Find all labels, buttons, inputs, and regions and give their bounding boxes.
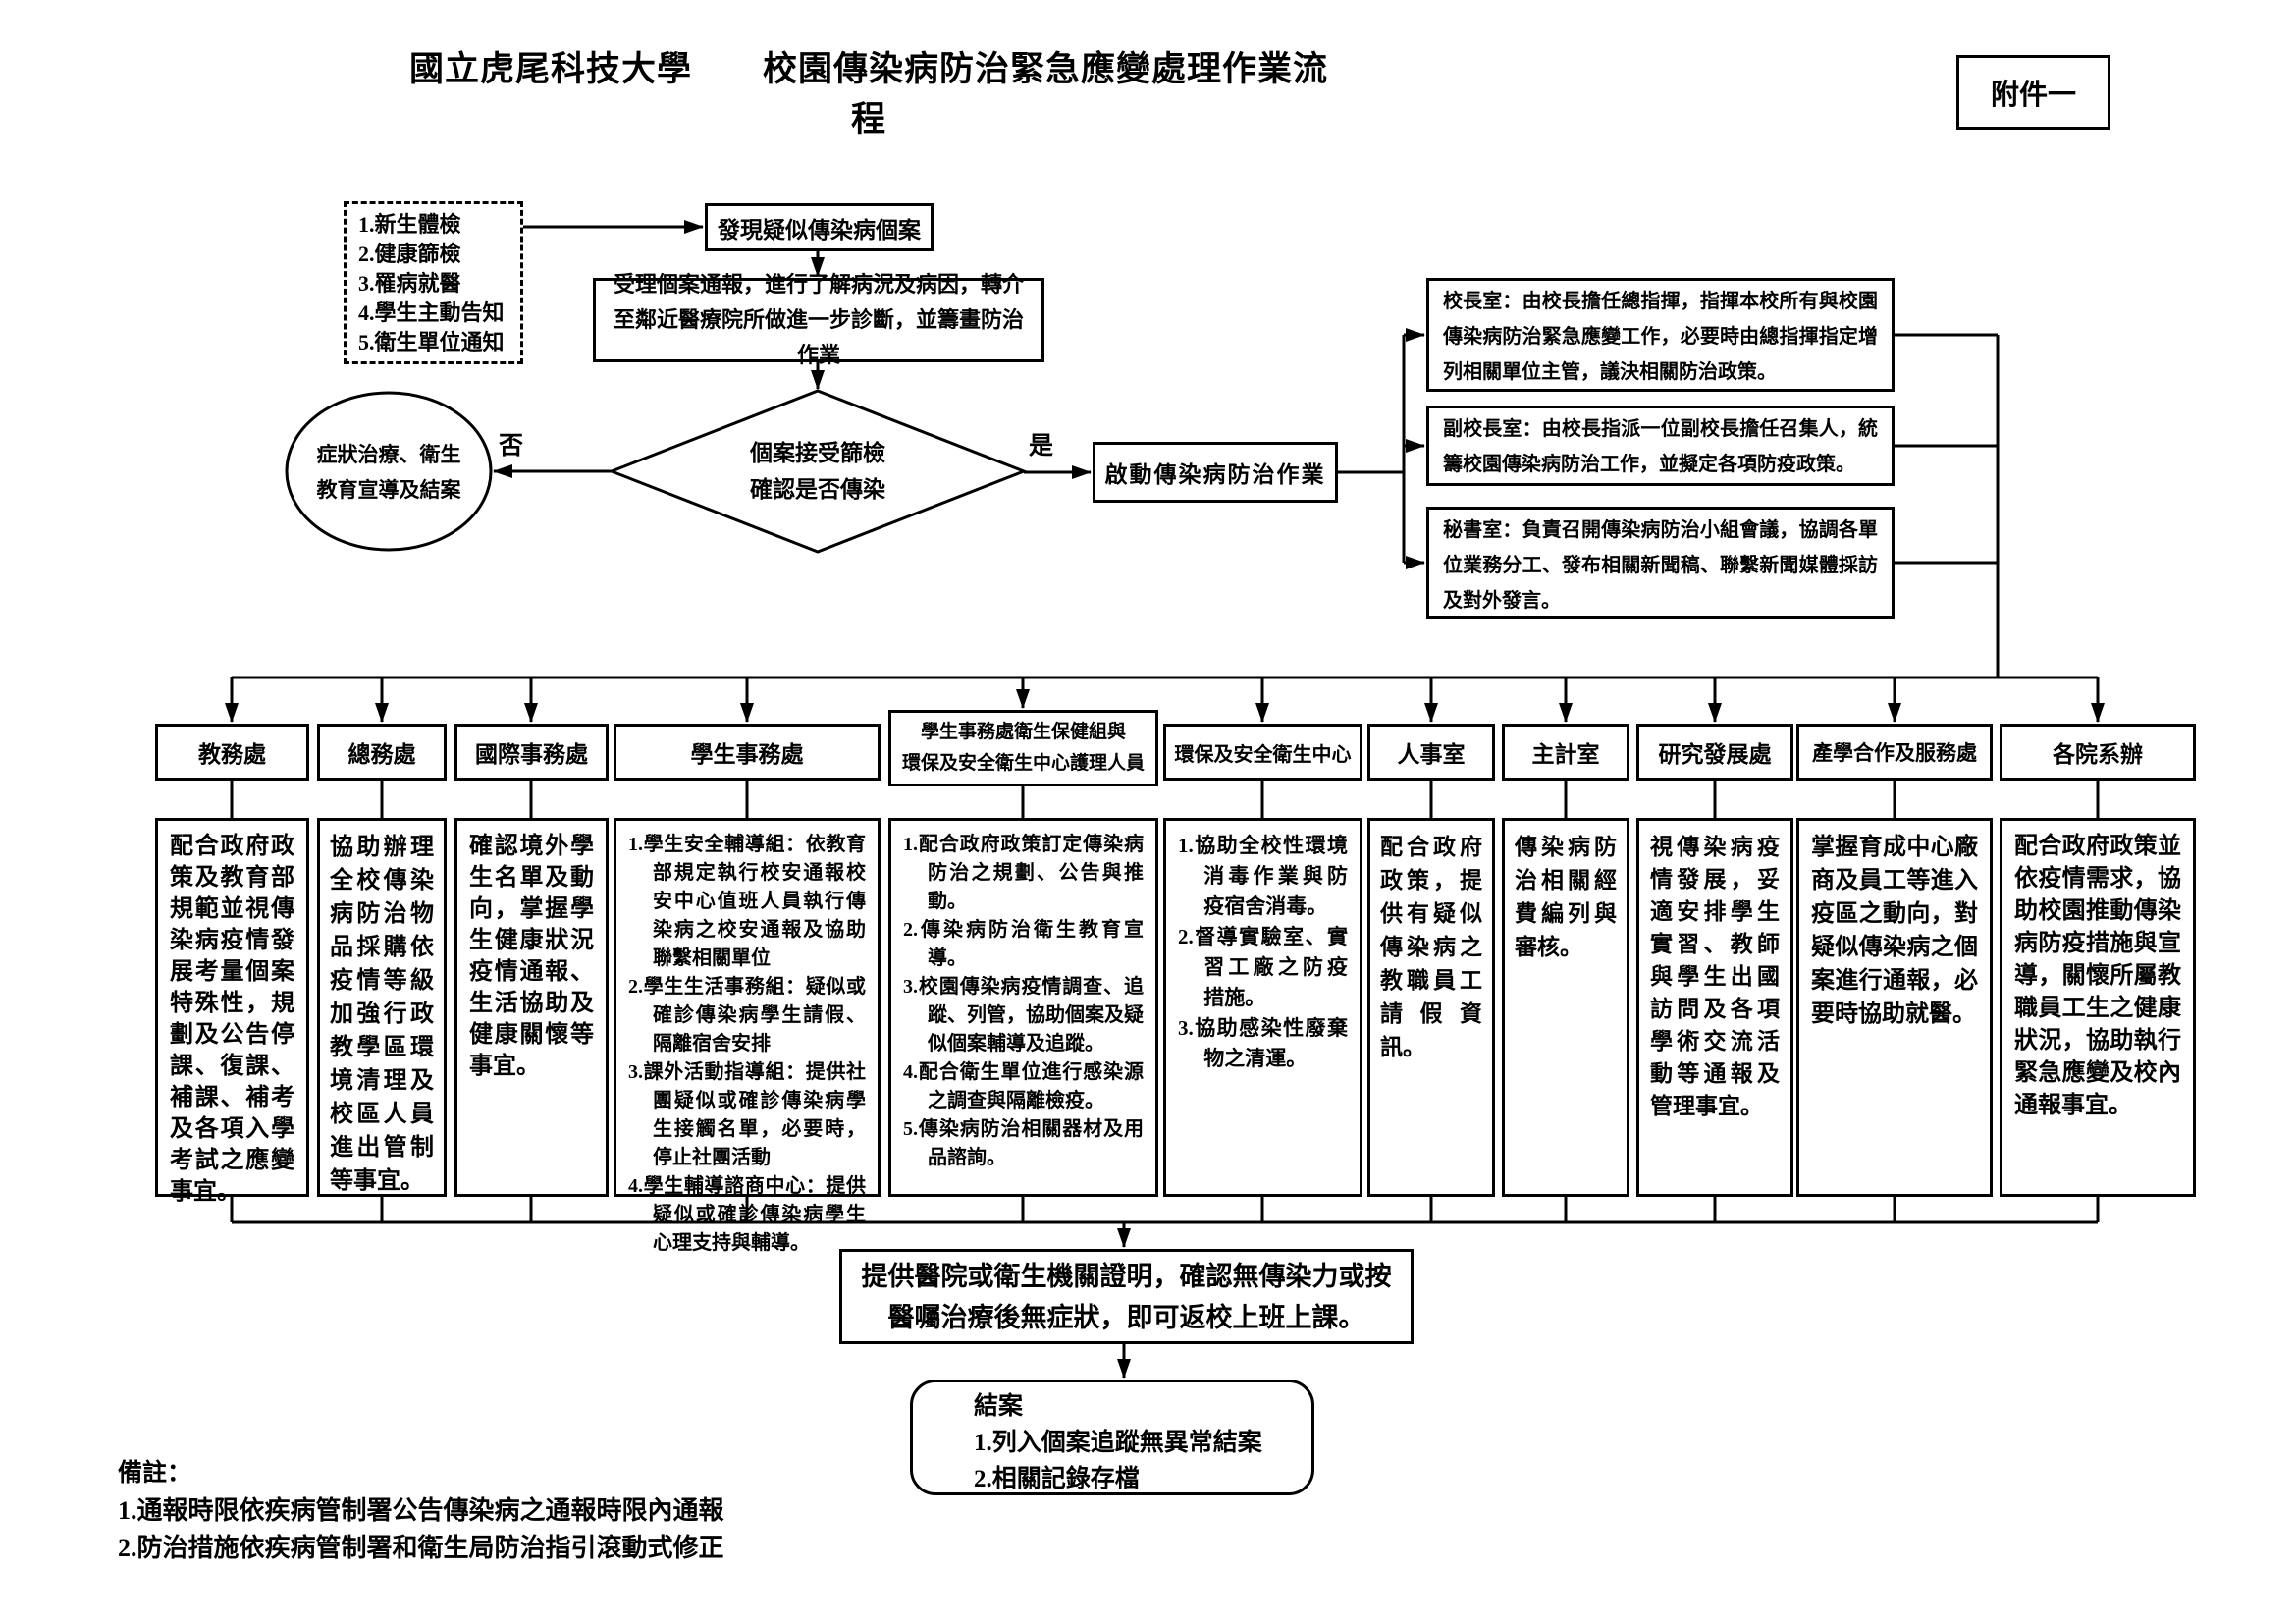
dept-duty: 5.傳染病防治相關器材及用品諮詢。 [903,1118,1144,1168]
activate-response-label: 啟動傳染病防治作業 [1104,462,1326,487]
source-item: 1.新生體檢 [358,212,461,237]
vice-principal-office-box: 副校長室：由校長指派一位副校長擔任召集人，統籌校園傳染病防治工作，並擬定各項防疫… [1426,406,1895,486]
dept-header-colleges-departments: 各院系辦 [2000,724,2196,781]
dept-header-personnel: 人事室 [1367,724,1495,781]
dept-header-student-affairs: 學生事務處 [614,724,881,781]
screening-decision-label: 個案接受篩檢 確認是否傳染 [750,441,885,502]
dept-header-label: 人事室 [1397,742,1466,767]
dept-header-label: 學生事務處衛生保健組與 環保及安全衛生中心護理人員 [901,722,1145,774]
release-return-text: 提供醫院或衛生機關證明，確認無傳染力或按醫囑治療後無症狀，即可返校上班上課。 [861,1261,1392,1332]
principal-office-text: 校長室：由校長擔任總指揮，指揮本校所有與校園傳染病防治緊急應變工作，必要時由總指… [1443,291,1878,383]
closure-title: 結案 [974,1393,1024,1420]
page-title: 國立虎尾科技大學 校園傳染病防治緊急應變處理作業流程 [408,50,1328,138]
dept-duty: 傳染病防治相關經費編列與審核。 [1515,835,1617,959]
dept-header-label: 教務處 [198,742,266,767]
dept-duty: 配合政府政策及教育部規範並視傳染病疫情發展考量個案特殊性，規劃及公告停課、復課、… [170,834,294,1205]
dept-content-personnel: 配合政府政策，提供有疑似傳染病之教職員工請假資訊。 [1367,818,1495,1197]
dept-content-colleges-departments: 配合政府政策並依疫情需求，協助校園推動傳染病防疫措施與宣導，關懷所屬教職員工生之… [2000,818,2196,1197]
dept-duty: 4.學生輔導諮商中心：提供疑似或確診傳染病學生心理支持與輔導。 [628,1175,866,1254]
dept-header-label: 主計室 [1531,742,1600,767]
intake-report-box: 受理個案通報，進行了解病況及病因，轉介至鄰近醫療院所做進一步診斷，並籌畫防治作業 [593,272,1044,367]
source-list-box: 1.新生體檢 2.健康篩檢 3.罹病就醫 4.學生主動告知 5.衛生單位通知 [344,201,523,364]
dept-content-student-affairs: 1.學生安全輔導組：依教育部規定執行校安通報校安中心值班人員執行傳染病之校安通報… [614,818,881,1254]
vice-principal-office-text: 副校長室：由校長指派一位副校長擔任召集人，統籌校園傳染病防治工作，並擬定各項防疫… [1443,418,1878,475]
closure-box: 結案 1.列入個案追蹤無異常結案 2.相關記錄存檔 [910,1380,1314,1495]
dept-header-health-care-nursing: 學生事務處衛生保健組與 環保及安全衛生中心護理人員 [888,710,1158,786]
source-item: 2.健康篩檢 [358,242,461,266]
dept-header-label: 國際事務處 [475,742,588,767]
dept-header-label: 學生事務處 [690,742,804,767]
release-return-box: 提供醫院或衛生機關證明，確認無傳染力或按醫囑治療後無症狀，即可返校上班上課。 [839,1249,1414,1344]
footnote-item: 1.通報時限依疾病管制署公告傳染病之通報時限內通報 [118,1496,724,1525]
no-outcome-ellipse [285,391,493,552]
dept-header-label: 環保及安全衛生中心 [1174,743,1352,766]
dept-header-env-safety-center: 環保及安全衛生中心 [1163,724,1362,781]
source-item: 4.學生主動告知 [358,300,505,325]
dept-duty: 2.督導實驗室、實習工廠之防疫措施。 [1178,925,1348,1009]
no-outcome-label: 症狀治療、衛生 教育宣導及結案 [316,443,461,502]
source-item: 3.罹病就醫 [358,271,461,296]
footnotes: 備註： 1.通報時限依疾病管制署公告傳染病之通報時限內通報 2.防治措施依疾病管… [118,1455,903,1567]
dept-content-research-development: 視傳染病疫情發展，妥適安排學生實習、教師與學生出國訪問及各項學術交流活動等通報及… [1636,818,1793,1197]
secretariat-office-text: 秘書室：負責召開傳染病防治小組會議，協調各單位業務分工、發布相關新聞稿、聯繫新聞… [1443,519,1878,612]
activate-response-box: 啟動傳染病防治作業 [1093,442,1338,503]
dept-duty: 3.課外活動指導組：提供社團疑似或確診傳染病學生接觸名單，必要時，停止社團活動 [628,1061,866,1168]
dept-header-accounting: 主計室 [1502,724,1629,781]
dept-content-accounting: 傳染病防治相關經費編列與審核。 [1502,818,1629,1197]
attachment-label-box: 附件一 [1956,55,2110,130]
dept-header-international-affairs: 國際事務處 [454,724,609,781]
secretariat-office-box: 秘書室：負責召開傳染病防治小組會議，協調各單位業務分工、發布相關新聞稿、聯繫新聞… [1426,507,1895,619]
screening-decision-diamond [607,389,1029,554]
dept-duty: 1.配合政府政策訂定傳染病防治之規劃、公告與推動。 [903,834,1144,912]
dept-duty: 協助辦理全校傳染病防治物品採購依疫情等級加強行政教學區環境清理及校區人員進出管制… [330,835,434,1194]
dept-header-research-development: 研究發展處 [1636,724,1793,781]
dept-duty: 視傳染病疫情發展，妥適安排學生實習、教師與學生出國訪問及各項學術交流活動等通報及… [1650,835,1780,1118]
footnote-item: 2.防治措施依疾病管制署和衛生局防治指引滾動式修正 [118,1534,724,1562]
dept-duty: 1.學生安全輔導組：依教育部規定執行校安通報校安中心值班人員執行傳染病之校安通報… [628,834,866,969]
principal-office-box: 校長室：由校長擔任總指揮，指揮本校所有與校園傳染病防治緊急應變工作，必要時由總指… [1426,278,1895,392]
dept-duty: 配合政府政策，提供有疑似傳染病之教職員工請假資訊。 [1380,835,1482,1059]
source-item: 5.衛生單位通知 [358,330,505,354]
dept-content-international-affairs: 確認境外學生名單及動向，掌握學生健康狀況疫情通報、生活協助及健康關懷等事宜。 [454,818,609,1197]
discover-case-box: 發現疑似傳染病個案 [705,203,934,251]
dept-header-label: 各院系辦 [2053,742,2143,767]
dept-header-label: 研究發展處 [1658,742,1772,767]
dept-content-academic-affairs: 配合政府政策及教育部規範並視傳染病疫情發展考量個案特殊性，規劃及公告停課、復課、… [155,818,309,1205]
dept-duty: 掌握育成中心廠商及員工等進入疫區之動向，對疑似傳染病之個案進行通報，必要時協助就… [1811,835,1978,1027]
dept-header-academic-affairs: 教務處 [155,724,309,781]
dept-duty: 1.協助全校性環境消毒作業與防疫宿舍消毒。 [1178,834,1348,918]
dept-content-health-care-nursing: 1.配合政府政策訂定傳染病防治之規劃、公告與推動。 2.傳染病防治衛生教育宣導。… [888,818,1158,1197]
dept-duty: 配合政府政策並依疫情需求，協助校園推動傳染病防疫措施與宣導，關懷所屬教職員工生之… [2014,834,2181,1118]
attachment-label: 附件一 [1990,80,2076,111]
dept-header-label: 總務處 [347,742,416,767]
discover-case-label: 發現疑似傳染病個案 [718,217,921,243]
decision-no-label: 否 [499,433,524,460]
dept-header-label: 產學合作及服務處 [1812,741,1977,765]
closure-item: 1.列入個案追蹤無異常結案 [974,1430,1262,1456]
dept-duty: 3.校園傳染病疫情調查、追蹤、列管，協助個案及疑似個案輔導及追蹤。 [903,976,1144,1055]
footnotes-title: 備註： [118,1460,192,1487]
dept-duty: 2.傳染病防治衛生教育宣導。 [903,919,1144,969]
decision-yes-label: 是 [1029,433,1054,460]
dept-duty: 2.學生生活事務組：疑似或確診傳染病學生請假、隔離宿舍安排 [628,976,866,1055]
dept-duty: 4.配合衛生單位進行感染源之調查與隔離檢疫。 [903,1061,1144,1111]
dept-duty: 3.協助感染性廢棄物之清運。 [1178,1016,1348,1070]
dept-content-industry-cooperation: 掌握育成中心廠商及員工等進入疫區之動向，對疑似傳染病之個案進行通報，必要時協助就… [1796,818,1993,1197]
dept-duty: 確認境外學生名單及動向，掌握學生健康狀況疫情通報、生活協助及健康關懷等事宜。 [469,834,594,1079]
dept-content-general-affairs: 協助辦理全校傳染病防治物品採購依疫情等級加強行政教學區環境清理及校區人員進出管制… [317,818,447,1197]
closure-item: 2.相關記錄存檔 [974,1466,1140,1492]
intake-report-label: 受理個案通報，進行了解病況及病因，轉介至鄰近醫療院所做進一步診斷，並籌畫防治作業 [613,272,1024,367]
dept-header-industry-cooperation: 產學合作及服務處 [1796,724,1993,781]
dept-header-general-affairs: 總務處 [317,724,447,781]
dept-content-env-safety-center: 1.協助全校性環境消毒作業與防疫宿舍消毒。 2.督導實驗室、實習工廠之防疫措施。… [1163,818,1362,1197]
